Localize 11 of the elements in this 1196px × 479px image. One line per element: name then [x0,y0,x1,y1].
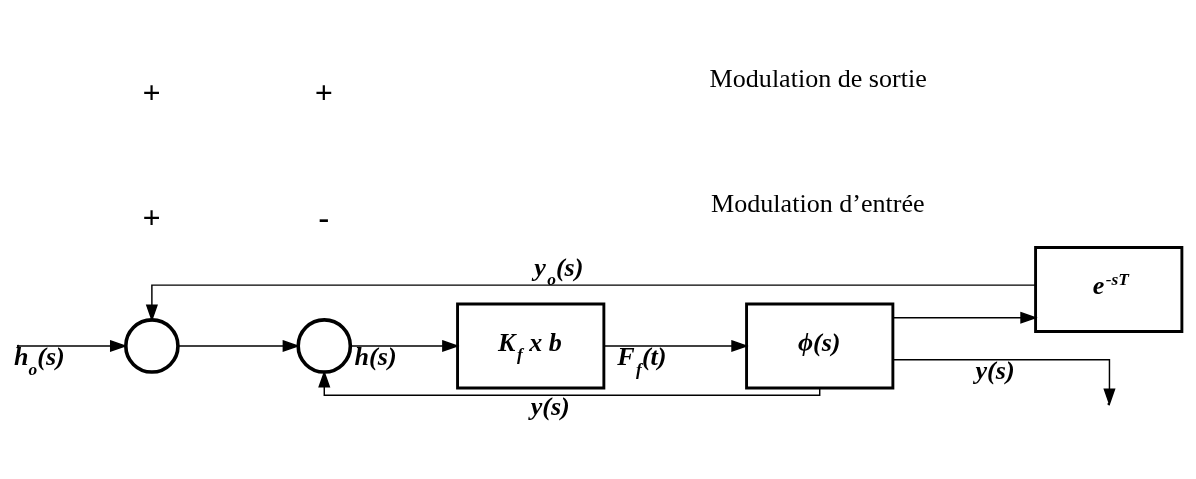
edge-label: h$_{o}$(s) [14,342,65,379]
label: Modulation de sortie [709,64,927,94]
edge-label: y(s) [530,391,570,421]
label: + [142,75,161,111]
edge-label: F$_{f}$(t) [617,342,667,379]
edge-label: h(s) [354,342,397,372]
label: + [142,200,161,236]
label: - [318,200,330,236]
label: Modulation d’entrée [711,188,925,218]
label: + [314,75,334,111]
edge-label: y(s) [975,356,1015,386]
